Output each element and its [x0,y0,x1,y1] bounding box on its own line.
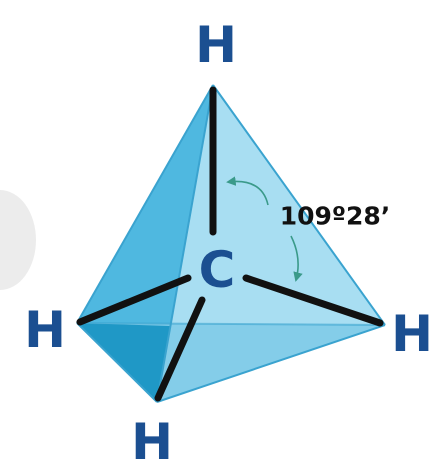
tetrahedron-edges [76,84,386,403]
bond-right [242,274,384,327]
bond-angle-label: 109º28’ [280,202,391,231]
bonds [76,86,384,402]
atom-c-center: C [199,241,236,299]
angle-arc-arrow-icon-lower [290,235,303,282]
tetrahedron [76,84,386,403]
atom-h-top: H [195,16,237,74]
atom-h-right: H [391,305,433,363]
atom-h-bottom: H [131,413,173,471]
angle-arc-arrow-icon [226,176,269,206]
bond-bottom [154,296,206,402]
side-decoration [0,190,36,290]
face-front-small [77,323,170,402]
bond-left [76,274,192,326]
atom-h-left: H [24,301,66,359]
